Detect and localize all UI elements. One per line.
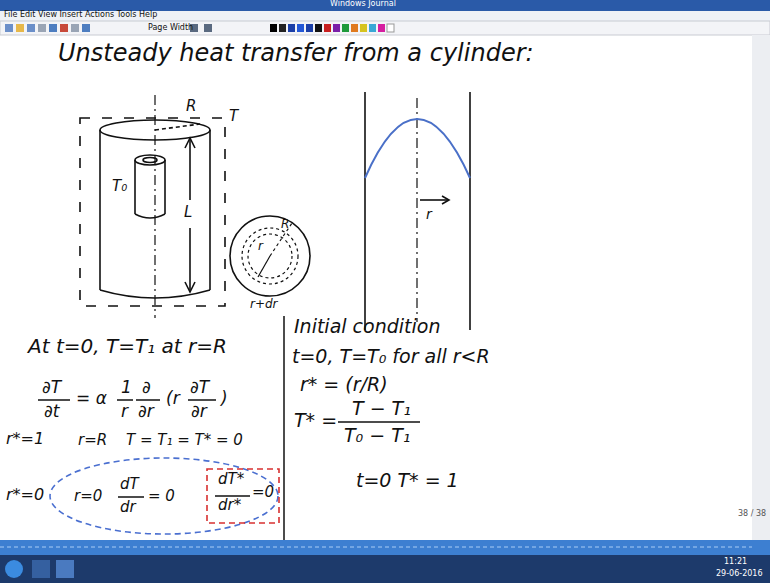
clock-text: 11:21: [724, 558, 747, 566]
equation-part: ∂T: [190, 378, 209, 398]
temperature-label: T₀: [112, 178, 127, 195]
equation-part: ∂r: [191, 402, 207, 422]
menu-text: File Edit View Insert Actions Tools Help: [4, 11, 157, 19]
heading-text: Initial condition: [294, 316, 440, 338]
dashed-outline: [50, 458, 278, 534]
taskbar-icon: [56, 560, 74, 578]
temperature-label: T: [229, 108, 238, 125]
condition-text: t=0, T=T₀ for all r<R: [292, 346, 490, 368]
status-dashes: [0, 547, 752, 548]
start-button: [5, 560, 23, 578]
equation-part: (r: [166, 389, 180, 409]
radius-label: R: [281, 218, 289, 232]
transformed-condition-box: dT* dr* =0: [206, 468, 280, 524]
boundary-label: r*=0: [6, 486, 44, 504]
node-text: = 0: [148, 488, 175, 505]
boundary-region: r=R T = T₁ = T* = 0 r=0 dT dr = 0 dT* dr* =0: [48, 428, 280, 536]
fraction-bar: [118, 496, 144, 498]
boundary-label: r*=1: [6, 430, 44, 448]
equation-part: 1: [121, 378, 132, 398]
menu-bar: [0, 11, 770, 21]
cross-section-figure: [230, 216, 310, 296]
equation-part: ∂: [142, 378, 151, 398]
toolbar: [0, 21, 770, 35]
status-band: [0, 540, 770, 555]
definition-text: T* =: [294, 410, 337, 432]
node-text: T = T₁ = T* = 0: [126, 432, 243, 449]
node-text: dr: [120, 499, 136, 516]
equation-part: ∂T: [42, 378, 61, 398]
scrollbar: [752, 35, 770, 540]
title-bar: [0, 0, 770, 11]
condition-text: At t=0, T=T₁ at r=R: [28, 335, 227, 358]
divider-line: [283, 316, 285, 540]
equation-part: r: [121, 402, 128, 422]
equation-part: = α: [76, 389, 107, 409]
page-number: 38 / 38: [738, 510, 766, 518]
node-text: dr*: [218, 497, 241, 514]
equation-part: ): [221, 389, 228, 409]
node-text: dT*: [218, 471, 244, 488]
toolbar-text: Page Width: [148, 24, 193, 32]
equation-part: T₀ − T₁: [344, 425, 410, 447]
equation-part: T − T₁: [352, 398, 411, 420]
node-text: r=0: [74, 488, 102, 505]
node-text: dT: [120, 476, 139, 493]
page-title: Unsteady heat transfer from a cylinder:: [58, 40, 534, 68]
equation-part: ∂t: [44, 402, 59, 422]
taskbar: [0, 555, 770, 583]
radius-label: r+dr: [250, 298, 278, 312]
equation-part: ∂r: [138, 402, 154, 422]
definition-text: r* = (r/R): [300, 374, 388, 396]
dashed-outline: [207, 469, 279, 523]
toolbar-icons: [5, 24, 394, 32]
cylinder-figure: [80, 95, 225, 318]
node-text: r=R: [78, 432, 107, 449]
axis-label: r: [426, 206, 432, 222]
profile-figure: [365, 92, 470, 330]
dimension-label: R: [186, 98, 196, 115]
taskbar-icon: [32, 560, 50, 578]
dimension-label: L: [184, 204, 192, 221]
window-title: Windows Journal: [330, 0, 396, 8]
date-text: 29-06-2016: [716, 570, 763, 578]
condition-text: t=0 T* = 1: [356, 470, 459, 492]
radius-label: r: [258, 240, 263, 254]
node-text: =0: [252, 484, 274, 501]
